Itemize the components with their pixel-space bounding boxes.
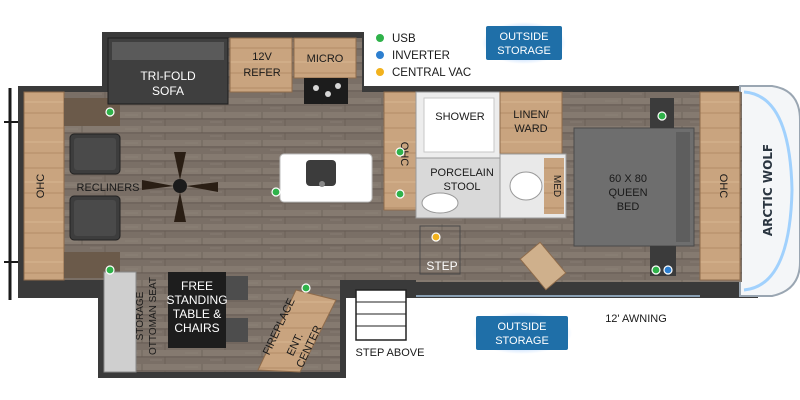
sofa-label-2: SOFA xyxy=(152,84,184,98)
awning-label: 12' AWNING xyxy=(605,313,667,325)
legend-inverter-icon xyxy=(375,50,385,60)
usb-marker xyxy=(395,147,405,157)
exterior-steps: STEP ABOVE xyxy=(355,289,425,359)
awning: 12' AWNING xyxy=(416,295,700,325)
usb-marker xyxy=(657,111,667,121)
ohc-rear-label: OHC xyxy=(717,174,729,199)
bed-label-1: 60 X 80 xyxy=(609,173,647,185)
tri-fold-sofa: TRI-FOLD SOFA xyxy=(107,37,229,105)
table-label-2: STANDING xyxy=(166,293,227,307)
bed-label-2: QUEEN xyxy=(608,187,647,199)
central-vac-marker xyxy=(431,232,441,242)
usb-marker xyxy=(105,107,115,117)
entry-door xyxy=(519,241,567,291)
table-label-1: FREE xyxy=(181,279,213,293)
table-and-chairs: FREE STANDING TABLE & CHAIRS xyxy=(166,272,248,348)
queen-bed: 60 X 80 QUEEN BED xyxy=(573,98,695,276)
usb-marker xyxy=(395,189,405,199)
outlet-markers xyxy=(105,107,673,293)
refer-cabinet: 12V REFER xyxy=(229,37,293,93)
badge-bottom-line-1: OUTSIDE xyxy=(498,321,547,333)
usb-marker xyxy=(271,187,281,197)
recliners: RECLINERS xyxy=(64,98,139,278)
ohc-front-cabinet: OHC xyxy=(699,91,741,281)
legend-usb-label: USB xyxy=(392,33,416,45)
outside-storage-badge-bottom: OUTSIDE STORAGE xyxy=(472,312,572,354)
interior-step: STEP xyxy=(419,225,461,275)
shower-label: SHOWER xyxy=(435,111,485,123)
ceiling-fan-icon xyxy=(142,152,218,222)
legend-central-vac-label: CENTRAL VAC xyxy=(392,67,471,79)
legend-inverter-label: INVERTER xyxy=(392,50,450,62)
table-label-3: TABLE & xyxy=(173,307,221,321)
step-above-label: STEP ABOVE xyxy=(356,347,425,359)
table-label-4: CHAIRS xyxy=(174,321,219,335)
refer-label-1: 12V xyxy=(252,51,272,63)
legend-usb-icon xyxy=(375,33,385,43)
ohc-front-label: OHC xyxy=(35,174,47,199)
bathroom: SHOWER PORCELAIN STOOL LINEN/ WARD MED xyxy=(415,91,567,219)
stool-label-2: STOOL xyxy=(443,181,480,193)
linen-label-2: WARD xyxy=(514,123,547,135)
linen-label-1: LINEN/ xyxy=(513,109,549,121)
legend-central-vac-icon xyxy=(375,67,385,77)
med-label: MED xyxy=(551,175,562,197)
badge-top-line-2: STORAGE xyxy=(497,45,551,57)
legend: USB INVERTER CENTRAL VAC xyxy=(375,33,471,79)
bed-label-3: BED xyxy=(617,201,640,213)
usb-marker xyxy=(105,265,115,275)
usb-marker xyxy=(651,265,661,275)
micro-cabinet: MICRO xyxy=(293,37,357,104)
recliners-label: RECLINERS xyxy=(77,182,140,194)
stool-label-1: PORCELAIN xyxy=(430,167,494,179)
brand-label: ARCTIC WOLF xyxy=(761,144,775,236)
step-label: STEP xyxy=(426,259,457,273)
ottoman-label-2: OTTOMAN SEAT xyxy=(148,277,159,355)
usb-marker xyxy=(301,283,311,293)
ottoman-label-1: STORAGE xyxy=(135,291,146,340)
refer-label-2: REFER xyxy=(243,67,280,79)
outside-storage-badge-top: OUTSIDE STORAGE xyxy=(482,22,566,64)
ohc-rear-cabinet: OHC xyxy=(4,88,65,300)
micro-label: MICRO xyxy=(307,53,344,65)
badge-top-line-1: OUTSIDE xyxy=(500,31,549,43)
badge-bottom-line-2: STORAGE xyxy=(495,335,549,347)
kitchen-island xyxy=(279,153,373,203)
storage-ottoman-seat: STORAGE OTTOMAN SEAT xyxy=(103,271,159,373)
inverter-marker xyxy=(663,265,673,275)
sofa-label-1: TRI-FOLD xyxy=(140,69,196,83)
